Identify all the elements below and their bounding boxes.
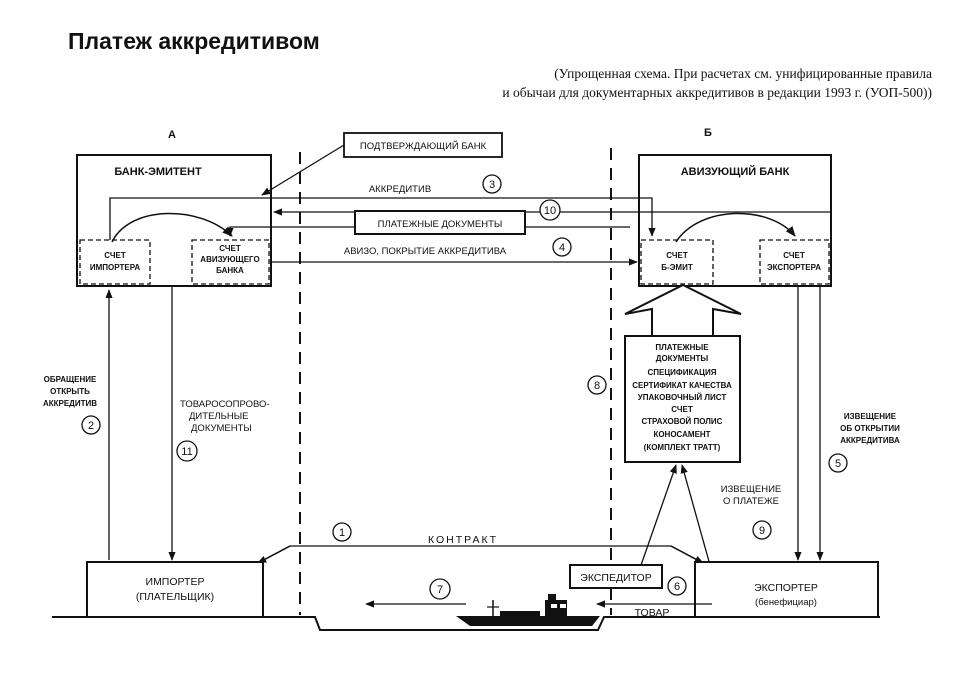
confirming-bank-arrow [261,144,345,196]
exporter-box[interactable]: ЭКСПОРТЕР (бенефициар) [694,561,879,618]
step-7-number: 7 [437,584,443,596]
contract-arrow-right [670,545,704,564]
subtitle-line-2: и обычаи для документарных аккредитивов … [502,85,932,100]
notice-payment-line-2: О ПЛАТЕЖЕ [723,496,779,507]
documents-upward-arrow [624,283,742,337]
svg-text:АККРЕДИТИВ: АККРЕДИТИВ [43,399,97,408]
step-9-badge [752,520,772,540]
step-8-badge [587,375,607,395]
svg-text:ОБРАЩЕНИЕ: ОБРАЩЕНИЕ [44,375,97,384]
advising-account [191,239,270,285]
request-label: ОБРАЩЕНИЕ ОТКРЫТЬ АККРЕДИТИВ [40,371,100,411]
ground-line [52,616,880,631]
importer-label-2: (ПЛАТЕЛЬЩИК) [136,591,214,603]
payment-docs-box[interactable] [354,210,526,235]
doc-item-9: (КОМПЛЕКТ ТРАТТ) [644,443,721,452]
advising-bank-label: АВИЗУЮЩИЙ БАНК [681,165,790,178]
step-2-number: 2 [88,420,94,432]
step-2-badge [81,415,101,435]
exporter-account [759,239,830,285]
cargo-ship-icon [456,594,600,626]
notice-open-label: ИЗВЕЩЕНИЕ ОБ ОТКРЫТИИ АККРЕДИТИВА [830,408,910,448]
advising-account-line-3: БАНКА [216,266,244,275]
exporter-label-1: ЭКСПОРТЕР [754,582,818,594]
subtitle: (Упрощенная схема. При расчетах см. униф… [502,64,932,102]
forwarder-label: ЭКСПЕДИТОР [580,572,651,584]
step-1-number: 1 [339,527,345,539]
side-b-label: Б [704,127,712,139]
exporter-account-line-1: СЧЕТ [783,251,805,260]
step-3-badge [482,174,502,194]
doc-item-3: СПЕЦИФИКАЦИЯ [647,368,716,377]
forwarder-box[interactable]: ЭКСПЕДИТОР [569,564,663,589]
subtitle-line-1: (Упрощенная схема. При расчетах см. униф… [554,66,932,81]
step-6-number: 6 [674,581,680,593]
documents-list-box[interactable] [624,335,741,463]
svg-text:ОБ ОТКРЫТИИ: ОБ ОТКРЫТИИ [840,424,900,433]
advising-account-line-2: АВИЗУЮЩЕГО [200,255,259,264]
importer-account [79,239,151,285]
step-10-badge [539,199,561,221]
step-3-number: 3 [489,179,495,191]
advising-account-line-1: СЧЕТ [219,244,241,253]
step-1-badge [332,522,352,542]
doc-item-6: СЧЕТ [671,405,693,414]
aviso-label: АВИЗО, ПОКРЫТИЕ АККРЕДИТИВА [344,246,507,257]
step-8-number: 8 [594,380,600,392]
advising-transfer-arc [675,212,796,243]
issuing-bank-label: БАНК-ЭМИТЕНТ [114,166,202,178]
importer-account-line-1: СЧЕТ [104,251,126,260]
doc-item-4: СЕРТИФИКАТ КАЧЕСТВА [632,381,732,390]
step-10-number: 10 [544,205,556,217]
issuer-account-line-2: Б-ЭМИТ [661,263,693,272]
doc-item-5: УПАКОВОЧНЫЙ ЛИСТ [638,393,727,402]
step-5-number: 5 [835,458,841,470]
svg-text:АККРЕДИТИВА: АККРЕДИТИВА [840,436,900,445]
importer-box[interactable]: ИМПОРТЕР (ПЛАТЕЛЬЩИК) [86,561,264,618]
shipping-docs-line-1: ТОВАРОСОПРОВО- [180,399,270,410]
step-11-badge [176,440,198,462]
step-4-badge [552,237,572,257]
doc-item-1: ПЛАТЕЖНЫЕ [655,343,709,352]
contract-label: КОНТРАКТ [428,534,498,546]
step-5-badge [828,453,848,473]
svg-text:ИЗВЕЩЕНИЕ: ИЗВЕЩЕНИЕ [844,412,897,421]
step-7-badge [429,578,451,600]
importer-label-1: ИМПОРТЕР [146,576,205,588]
doc-item-8: КОНОСАМЕНТ [653,430,710,439]
accreditive-arrow [109,197,656,240]
issuing-bank-box[interactable]: БАНК-ЭМИТЕНТ [76,154,272,287]
svg-text:ОТКРЫТЬ: ОТКРЫТЬ [50,387,90,396]
doc-item-7: СТРАХОВОЙ ПОЛИС [642,417,723,426]
side-a-label: А [168,129,176,141]
confirming-bank-box[interactable]: ПОДТВЕРЖДАЮЩИЙ БАНК [343,132,503,158]
step-4-number: 4 [559,242,565,254]
step-9-number: 9 [759,525,765,537]
payment-docs-label: ПЛАТЕЖНЫЕ ДОКУМЕНТЫ [378,219,503,230]
forwarder-to-docs-arrow [639,464,677,569]
contract-band [257,545,704,564]
accreditive-label: АККРЕДИТИВ [369,184,431,195]
importer-account-line-2: ИМПОРТЕРА [90,263,140,272]
exporter-account-line-2: ЭКСПОРТЕРА [767,263,821,272]
exporter-to-docs-arrow [680,464,711,566]
issuer-transfer-arc [111,212,233,243]
step-6-badge [667,576,687,596]
step-11-number: 11 [181,446,192,458]
advising-bank-box[interactable]: АВИЗУЮЩИЙ БАНК [638,154,832,287]
exporter-label-2: (бенефициар) [755,597,817,608]
confirming-bank-label: ПОДТВЕРЖДАЮЩИЙ БАНК [360,140,487,152]
shipping-docs-line-3: ДОКУМЕНТЫ [191,423,252,434]
page-title: Платеж аккредитивом [68,28,320,54]
contract-arrow-left [257,545,291,564]
doc-item-2: ДОКУМЕНТЫ [656,354,709,363]
shipping-docs-line-2: ДИТЕЛЬНЫЕ [189,411,248,422]
notice-payment-line-1: ИЗВЕЩЕНИЕ [721,484,782,495]
issuer-account-line-1: СЧЕТ [666,251,688,260]
goods-label: ТОВАР [635,607,670,619]
